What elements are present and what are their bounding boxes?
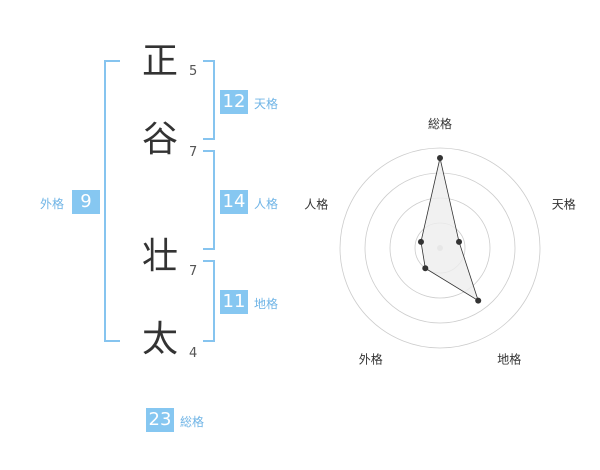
radar-point-5 [417,238,424,245]
radar-point-2 [456,238,463,245]
radar-polygon [420,157,479,302]
gaikaku-value: 9 [72,190,100,214]
tenkaku-label: 天格 [254,97,279,111]
radar-axis-label: 総格 [428,116,452,131]
stroke-count-2: 7 [189,145,198,160]
jinkaku-label: 人格 [254,197,279,211]
soukaku-value: 23 [146,408,174,432]
stroke-count-4: 4 [189,346,198,361]
gaikaku-label: 外格 [40,197,65,211]
soukaku-label: 総格 [180,415,205,429]
name-char-3: 壮 [141,236,178,277]
jinkaku-value: 14 [220,190,248,214]
name-char-4: 太 [141,319,178,360]
radar-point-1 [437,155,443,161]
radar-axis-label: 地格 [497,352,521,367]
stroke-count-3: 7 [189,264,198,279]
chikaku-value: 11 [220,290,248,314]
stroke-count-1: 5 [189,64,198,79]
radar-point-3 [475,297,482,304]
radar-shape [417,155,482,304]
chikaku-label: 地格 [254,297,279,311]
tenkaku-value: 12 [220,90,248,114]
radar-ring [339,147,541,349]
radar-point-4 [422,265,429,272]
radar-axis-label: 外格 [359,352,383,367]
radar-axis-label: 天格 [552,196,576,211]
radar-axis-label: 人格 [304,196,328,211]
name-char-2: 谷 [141,119,178,160]
name-char-1: 正 [141,41,178,82]
